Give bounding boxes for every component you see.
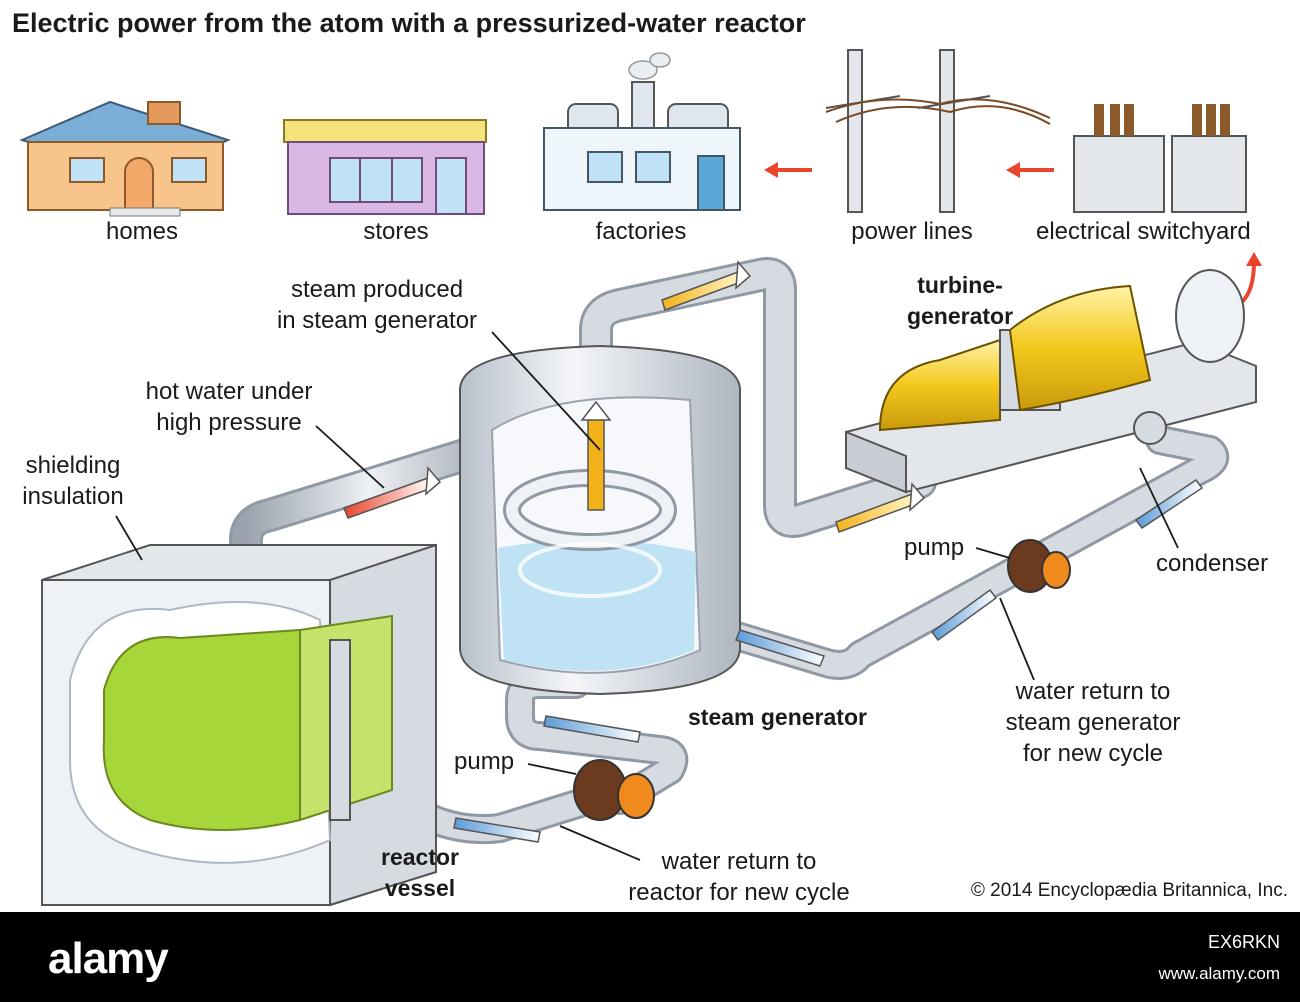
label-pump-upper: pump — [904, 534, 965, 561]
diagram-canvas: Electric power from the atom with a pres… — [12, 8, 1288, 907]
store-illustration — [283, 119, 487, 215]
copyright-notice: © 2014 Encyclopædia Britannica, Inc. — [970, 880, 1288, 901]
label-hot-water: hot water under high pressure — [145, 378, 313, 436]
label-shielding-insulation: shielding insulation — [22, 452, 124, 510]
reactor-illustration — [41, 543, 437, 907]
label-factories: factories — [595, 218, 687, 245]
leader-lines — [115, 331, 1179, 861]
label-steam-produced: steam produced in steam generator — [276, 276, 478, 334]
pump-lower-illustration — [573, 759, 655, 821]
watermark-footer: alamy EX6RKN www.alamy.com — [0, 912, 1300, 1002]
label-power-lines: power lines — [851, 218, 973, 245]
label-electrical-switchyard: electrical switchyard — [1036, 218, 1251, 245]
label-turbine-generator: turbine- generator — [906, 272, 1014, 329]
arrow-up-switchyard — [1240, 252, 1262, 304]
label-homes: homes — [105, 218, 179, 245]
flow-arrows — [343, 260, 1204, 843]
label-water-return-reactor: water return to reactor for new cycle — [628, 848, 850, 906]
arrow-left-1 — [764, 162, 812, 178]
switchyard-illustration — [1073, 104, 1247, 213]
arrow-left-2 — [1006, 162, 1054, 178]
page-title: Electric power from the atom with a pres… — [12, 8, 806, 38]
diagram-graphics — [19, 49, 1262, 907]
label-stores: stores — [363, 218, 429, 245]
label-water-return-steam-generator: water return to steam generator for new … — [1005, 678, 1181, 767]
label-condenser: condenser — [1156, 550, 1269, 577]
house-illustration — [19, 100, 231, 217]
alamy-logo: alamy — [48, 934, 169, 983]
turbine-generator-illustration — [845, 269, 1257, 494]
steam-generator-illustration — [459, 344, 741, 696]
label-steam-generator: steam generator — [688, 704, 867, 730]
power-line-towers — [825, 49, 1051, 213]
factory-illustration — [543, 52, 741, 211]
pump-upper-illustration — [1007, 539, 1071, 593]
footer-url: www.alamy.com — [1158, 964, 1280, 983]
image-id: EX6RKN — [1207, 932, 1280, 952]
label-reactor-vessel: reactor vessel — [381, 844, 459, 901]
label-pump-lower: pump — [454, 748, 515, 775]
